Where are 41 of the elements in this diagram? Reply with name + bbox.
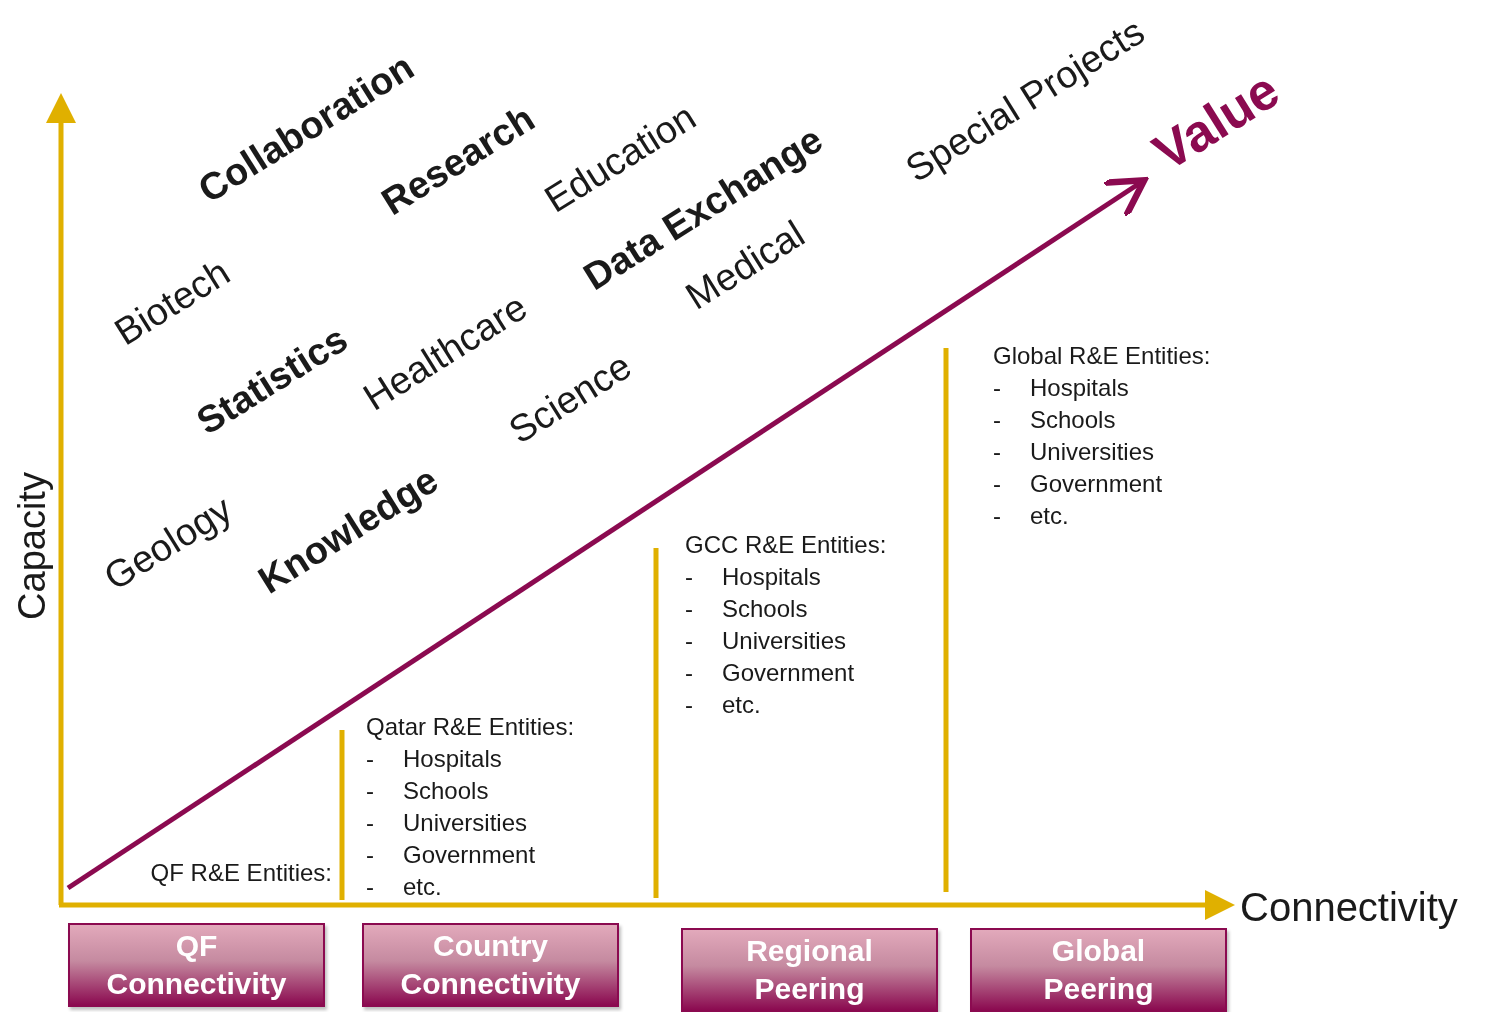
list-item: etc. [1030, 504, 1069, 528]
list-item: Government [722, 661, 855, 685]
list-heading: QF R&E Entities: [150, 861, 332, 885]
list-heading: Qatar R&E Entities: [366, 715, 575, 739]
list-item: Schools [722, 597, 808, 621]
list-bullet: - [685, 661, 693, 685]
list-item: Hospitals [403, 747, 502, 771]
list-bullet: - [366, 779, 374, 803]
list-item: Government [403, 843, 536, 867]
list-bullet: - [993, 504, 1001, 528]
list-bullet: - [993, 472, 1001, 496]
list-item: Hospitals [1030, 376, 1129, 400]
list-bullet: - [366, 811, 374, 835]
list-item: Schools [1030, 408, 1116, 432]
list-bullet: - [685, 565, 693, 589]
list-heading: GCC R&E Entities: [685, 533, 887, 557]
list-bullet: - [993, 376, 1001, 400]
list-item: Universities [403, 811, 528, 835]
list-bullet: - [993, 408, 1001, 432]
list-item: Universities [1030, 440, 1155, 464]
list-bullet: - [366, 875, 374, 899]
list-bullet: - [685, 629, 693, 653]
axis-title: Capacity [13, 472, 51, 620]
list-bullet: - [685, 597, 693, 621]
list-item: Hospitals [722, 565, 821, 589]
list-bullet: - [993, 440, 1001, 464]
value-label: Value [1144, 62, 1288, 180]
axis-title: Connectivity [1240, 887, 1458, 927]
list-bullet: - [366, 843, 374, 867]
list-item: Schools [403, 779, 489, 803]
tier-box: Global Peering [970, 928, 1227, 1012]
list-item: Universities [722, 629, 847, 653]
list-item: etc. [403, 875, 442, 899]
tier-box: Country Connectivity [362, 923, 619, 1007]
tier-box: QF Connectivity [68, 923, 325, 1007]
list-item: Government [1030, 472, 1163, 496]
list-item: etc. [722, 693, 761, 717]
tier-box: Regional Peering [681, 928, 938, 1012]
list-heading: Global R&E Entities: [993, 344, 1211, 368]
list-bullet: - [685, 693, 693, 717]
list-bullet: - [366, 747, 374, 771]
